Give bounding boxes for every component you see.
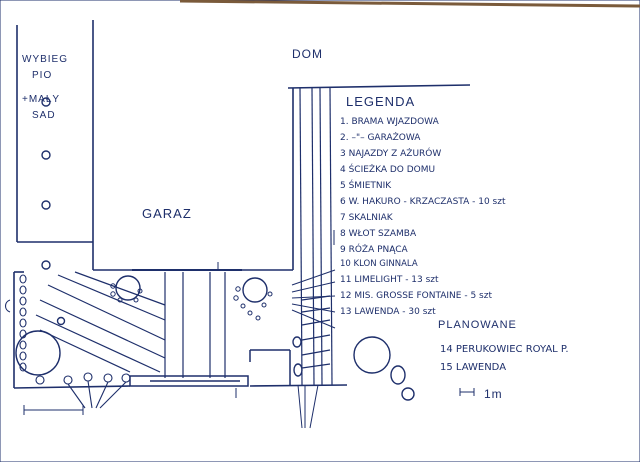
legend-item: 5 ŚMIETNIK: [340, 179, 392, 191]
plants: [15, 97, 415, 401]
maple-circle: [353, 336, 391, 374]
legend: LEGENDA 1. BRAMA WJAZDOWA 2. –"– GARAŻOW…: [340, 94, 506, 317]
leader-lines: [23, 230, 475, 429]
label-dom: DOM: [292, 47, 323, 61]
legend-item: 6 W. HAKURO - KRZACZASTA - 10 szt: [340, 197, 506, 207]
driveway-ramps: [35, 269, 242, 378]
entrance-gate: [129, 375, 249, 387]
legend-item: 7 SKALNIAK: [340, 213, 394, 223]
legend-item: 12 MIS. GROSSE FONTAINE - 5 szt: [340, 291, 492, 301]
legend-item: 9 RÓŻA PNĄCA: [340, 243, 409, 255]
legend-item: 3 NAJAZDY Z AŻURÓW: [340, 147, 441, 159]
top-left-label: WYBIEG PIO +MAŁY SAD: [22, 54, 68, 121]
trash-area: [249, 349, 291, 385]
label-sad: SAD: [32, 110, 56, 121]
lavender-dots: [110, 283, 273, 321]
legend-item: 8 WŁOT SZAMBA: [340, 229, 417, 239]
legend-item: 13 LAWENDA - 30 szt: [340, 307, 436, 317]
label-garaz: GARAZ: [142, 206, 192, 221]
legend-item: 2. –"– GARAŻOWA: [340, 132, 421, 143]
legend-item: 1. BRAMA WJAZDOWA: [340, 117, 440, 127]
path-to-house: [299, 87, 333, 386]
label-maly: +MAŁY: [22, 94, 60, 105]
grass-clusters: [35, 372, 131, 409]
planned-title: PLANOWANE: [438, 319, 517, 331]
planned-item: 15 LAWENDA: [440, 362, 506, 373]
legend-item: 11 LIMELIGHT - 13 szt: [340, 275, 439, 285]
legend-item: 10 KLON GINNALA: [340, 259, 418, 269]
planned-item: 14 PERUKOWIEC ROYAL P.: [440, 344, 569, 355]
rockery-circle: [15, 330, 61, 376]
scale-label: 1m: [484, 387, 503, 401]
label-wybieg: WYBIEG: [22, 54, 68, 65]
planned-list: PLANOWANE 14 PERUKOWIEC ROYAL P. 15 LAWE…: [438, 319, 569, 373]
hakuro-hedge: [4, 274, 27, 372]
label-pio: PIO: [32, 70, 52, 81]
legend-item: 4 ŚCIEŻKA DO DOMU: [340, 163, 435, 175]
legend-title: LEGENDA: [346, 94, 415, 109]
